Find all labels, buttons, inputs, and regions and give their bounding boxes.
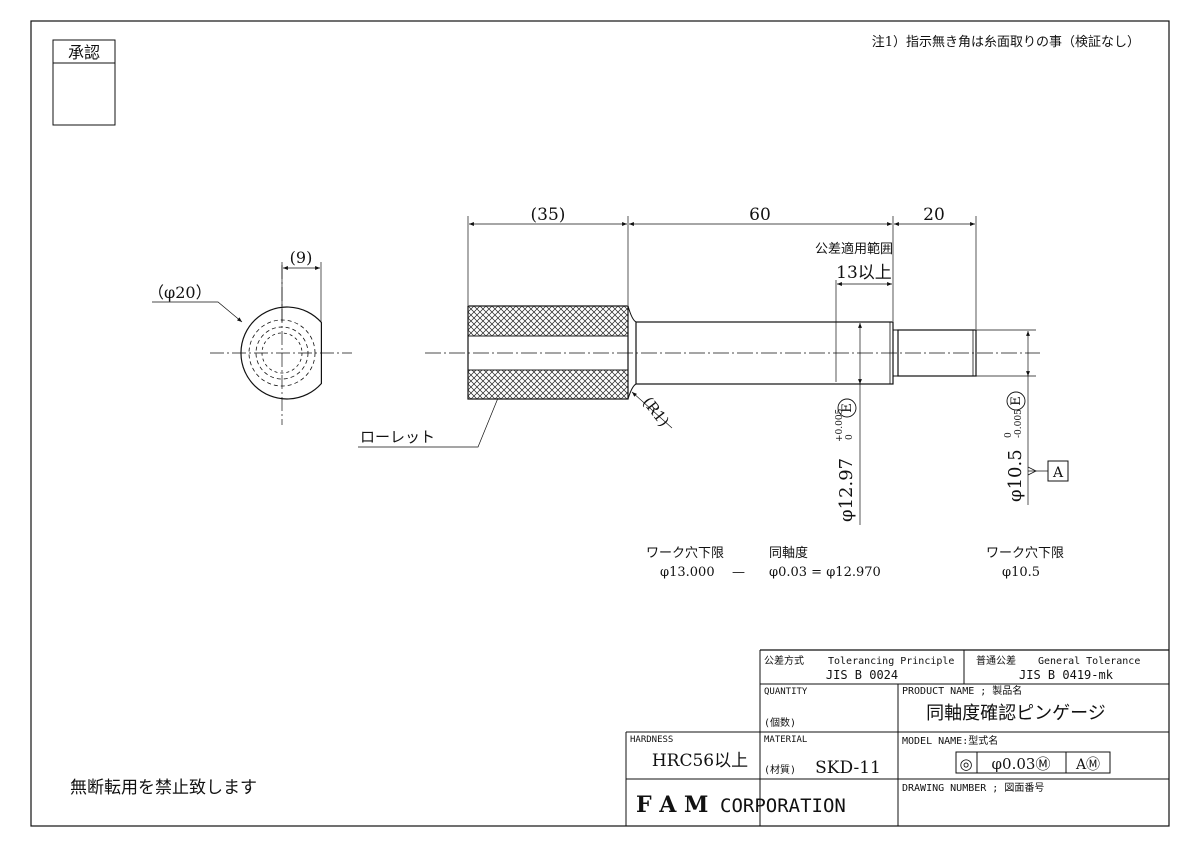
- side-view: (35) 60 20 公差適用範囲 13以上 (R1) ローレット E φ12.…: [358, 205, 1069, 525]
- end-view: (9) （φ20）: [148, 248, 352, 425]
- tolerance-range-value: 13以上: [836, 263, 892, 283]
- company-logo-bold: F A M: [636, 792, 708, 818]
- shaft-length-dim: 60: [749, 205, 771, 225]
- dia2-tol-upper: 0: [1004, 432, 1014, 438]
- general-tol-value: JIS B 0419-mk: [1019, 668, 1114, 682]
- material-value: SKD-11: [815, 758, 881, 778]
- fcf-datum: AⓂ: [1075, 757, 1100, 773]
- approval-box: 承認: [52, 39, 116, 126]
- dia2-tol-lower: -0.005: [1014, 409, 1024, 438]
- material-jp: (材質): [764, 763, 796, 776]
- end-dia-dim: （φ20）: [148, 283, 212, 302]
- knurl-length-dim: (35): [531, 205, 566, 225]
- envelope-symbol-1: E: [840, 403, 855, 413]
- fcf-tolerance: φ0.03Ⓜ: [992, 755, 1051, 773]
- no-reproduction-note: 無断転用を禁止致します: [70, 778, 257, 798]
- mid-note-value: φ0.03 = φ12.970: [769, 565, 881, 580]
- product-name: 同軸度確認ピンゲージ: [926, 703, 1106, 724]
- company-name: CORPORATION: [720, 795, 846, 817]
- model-name-label: MODEL NAME:型式名: [902, 734, 998, 747]
- left-note-title: ワーク穴下限: [646, 546, 724, 561]
- coaxiality-symbol: ◎: [959, 755, 972, 773]
- tolerance-range-label: 公差適用範囲: [815, 241, 893, 257]
- tol-principle-value: JIS B 0024: [826, 668, 898, 682]
- mid-note-title: 同軸度: [769, 545, 808, 561]
- tol-principle-label: 公差方式: [764, 654, 804, 667]
- note-dash: —: [732, 565, 745, 580]
- hardness-value: HRC56以上: [652, 751, 748, 771]
- title-block: 公差方式 Tolerancing Principle JIS B 0024 普通…: [625, 649, 1169, 826]
- chamfer-note: 注1）指示無き角は糸面取りの事（検証なし）: [872, 35, 1140, 50]
- hardness-label: HARDNESS: [630, 735, 673, 745]
- dia1-tol-lower: 0: [845, 434, 855, 440]
- envelope-symbol-2: E: [1009, 396, 1024, 406]
- feature-control-frame: ◎ φ0.03Ⓜ AⓂ: [955, 751, 1111, 774]
- sheet-border: [30, 20, 1170, 827]
- hole-limit-notes: ワーク穴下限 φ13.000 — 同軸度 φ0.03 = φ12.970 ワーク…: [646, 545, 1064, 580]
- dia1-tol-upper: +0.005: [835, 408, 845, 442]
- tip-length-dim: 20: [923, 205, 945, 225]
- general-tol-en: General Tolerance: [1038, 656, 1140, 667]
- approval-label: 承認: [68, 43, 100, 62]
- quantity-jp: (個数): [764, 716, 796, 729]
- right-note-title: ワーク穴下限: [986, 546, 1064, 561]
- datum-label: A: [1052, 465, 1064, 481]
- material-label: MATERIAL: [764, 735, 807, 745]
- knurl-label: ローレット: [360, 428, 435, 446]
- dia2-main: φ10.5: [1005, 449, 1026, 502]
- product-name-label: PRODUCT NAME ; 製品名: [902, 684, 1022, 697]
- end-width-dim: (9): [290, 248, 313, 267]
- general-tol-label: 普通公差: [976, 654, 1016, 667]
- drawing-number-label: DRAWING NUMBER ; 図面番号: [902, 782, 1044, 794]
- left-note-value: φ13.000: [660, 565, 715, 580]
- dia1-main: φ12.97: [836, 458, 857, 522]
- quantity-label: QUANTITY: [764, 687, 808, 697]
- tol-principle-en: Tolerancing Principle: [828, 656, 954, 667]
- right-note-value: φ10.5: [1002, 565, 1040, 580]
